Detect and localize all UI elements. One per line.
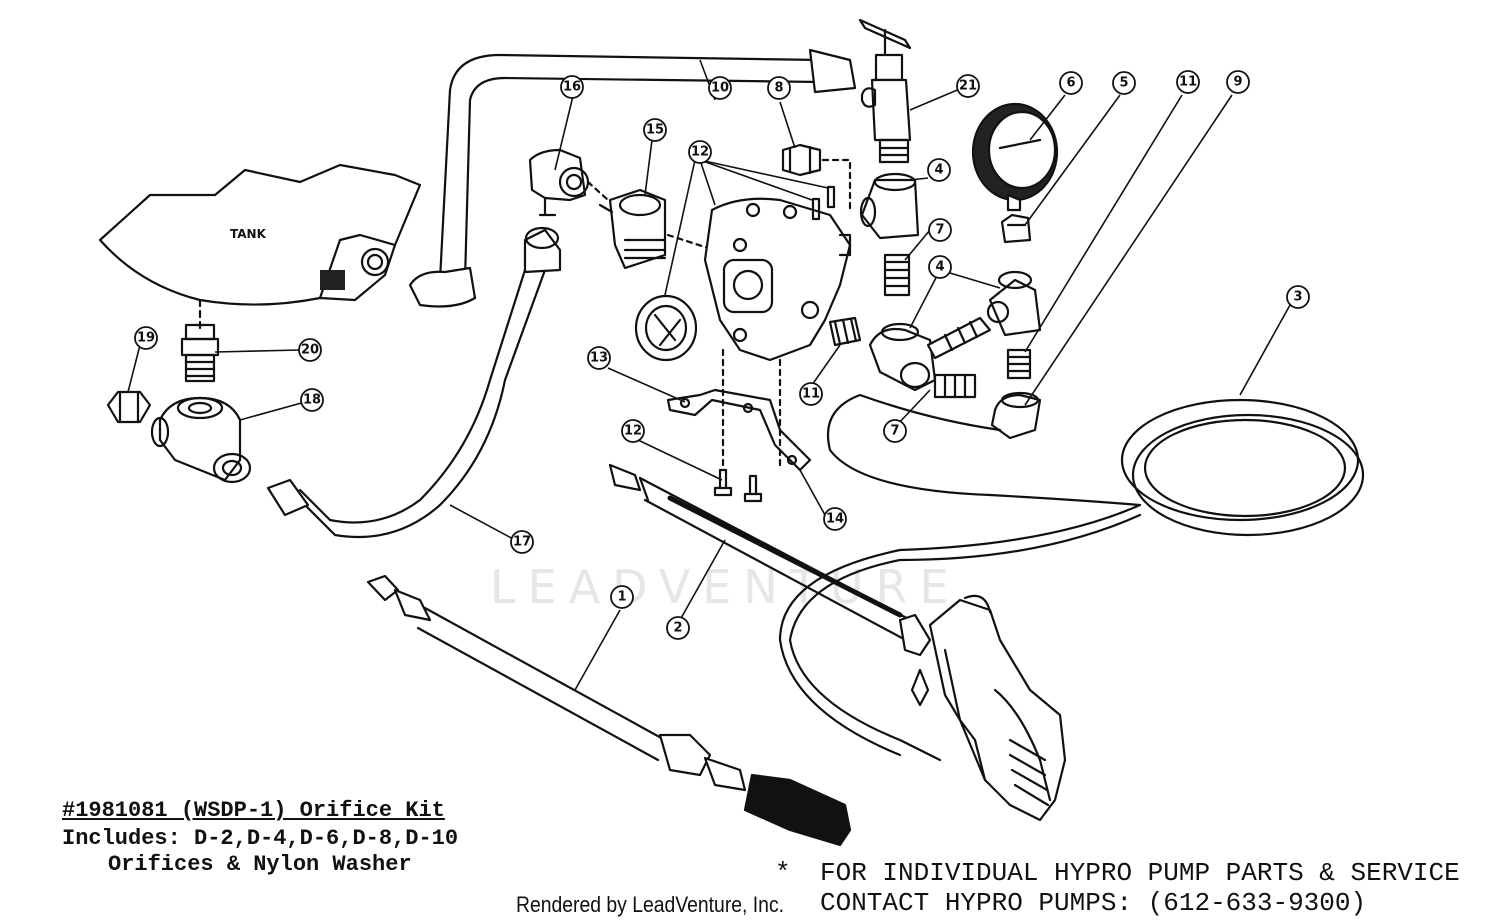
hose-10 bbox=[408, 48, 857, 308]
callout-6: 6 bbox=[1066, 76, 1075, 91]
callout-circle bbox=[823, 507, 847, 531]
callout-circle bbox=[134, 326, 158, 350]
stud-12 bbox=[811, 185, 836, 221]
callout-circle bbox=[688, 140, 712, 164]
callout-5: 5 bbox=[1119, 76, 1128, 91]
nipple-fitting bbox=[180, 323, 220, 383]
callout-circle bbox=[643, 118, 667, 142]
callout-3: 3 bbox=[1293, 290, 1302, 305]
tee-4-upper bbox=[859, 172, 920, 240]
elbow-9 bbox=[990, 391, 1042, 440]
callout-circle bbox=[298, 338, 322, 362]
callout-15: 15 bbox=[646, 123, 664, 138]
callout-10: 10 bbox=[711, 81, 729, 96]
callout-19: 19 bbox=[137, 331, 155, 346]
callout-2: 2 bbox=[673, 621, 682, 636]
callout-circle bbox=[666, 616, 690, 640]
spray-wand-2 bbox=[608, 463, 932, 657]
callout-17: 17 bbox=[513, 535, 531, 550]
callout-9: 9 bbox=[1233, 75, 1242, 90]
callout-1: 1 bbox=[617, 590, 626, 605]
pressure-gauge-6 bbox=[971, 102, 1059, 212]
pump-cover-13 bbox=[634, 294, 698, 362]
orifice-kit-includes: Includes: D-2,D-4,D-6,D-8,D-10 bbox=[62, 826, 459, 851]
callout-circle bbox=[587, 346, 611, 370]
spray-wand-1 bbox=[366, 574, 747, 792]
bushing-5 bbox=[1000, 213, 1032, 244]
callout-13: 13 bbox=[590, 351, 608, 366]
callout-18: 18 bbox=[303, 393, 321, 408]
callout-circle bbox=[1226, 70, 1250, 94]
callout-circle bbox=[883, 419, 907, 443]
callout-circle bbox=[927, 158, 951, 182]
hose-3-coil bbox=[778, 393, 1365, 762]
tee-4-lower bbox=[868, 322, 937, 392]
orifice-kit-title: #1981081 (WSDP-1) Orifice Kit bbox=[62, 798, 445, 823]
render-credit: Rendered by LeadVenture, Inc. bbox=[516, 892, 785, 917]
screws-12 bbox=[713, 468, 763, 503]
valve-15 bbox=[598, 188, 667, 270]
plug-fitting bbox=[106, 390, 152, 424]
service-note-line1: FOR INDIVIDUAL HYPRO PUMP PARTS & SERVIC… bbox=[820, 858, 1460, 888]
callout-circle bbox=[300, 388, 324, 412]
callout-circle bbox=[799, 382, 823, 406]
spray-gun bbox=[910, 594, 1067, 822]
callout-circle bbox=[1059, 71, 1083, 95]
plug-8 bbox=[781, 143, 822, 177]
orifice-kit-contents: Orifices & Nylon Washer bbox=[108, 852, 412, 877]
callout-circle bbox=[708, 76, 732, 100]
connector-fittings bbox=[926, 316, 992, 399]
elbow-fitting-16 bbox=[528, 148, 590, 217]
nipple-11 bbox=[828, 316, 862, 347]
callout-12a: 12 bbox=[691, 145, 709, 160]
tee-fitting bbox=[150, 396, 252, 484]
relief-valve-21 bbox=[858, 18, 912, 164]
callout-4b: 4 bbox=[935, 260, 944, 275]
callout-circle bbox=[621, 419, 645, 443]
hose-17 bbox=[266, 226, 562, 539]
callout-20: 20 bbox=[301, 343, 319, 358]
callout-circle bbox=[1176, 70, 1200, 94]
nipple-7-upper bbox=[883, 253, 911, 297]
callout-4a: 4 bbox=[934, 163, 943, 178]
callout-circle bbox=[610, 585, 634, 609]
callout-11a: 11 bbox=[1179, 75, 1197, 90]
callout-7a: 7 bbox=[935, 223, 944, 238]
callout-circle bbox=[767, 76, 791, 100]
mounting-bracket-14 bbox=[666, 388, 812, 472]
nipple-11-right bbox=[1006, 348, 1032, 380]
callout-11b: 11 bbox=[802, 387, 820, 402]
callout-circle bbox=[510, 530, 534, 554]
callout-circle bbox=[1286, 285, 1310, 309]
service-asterisk: * bbox=[775, 858, 791, 888]
tank bbox=[98, 163, 422, 306]
callout-12b: 12 bbox=[624, 424, 642, 439]
watermark: LEADVENTURE bbox=[490, 560, 961, 614]
callout-circle bbox=[928, 218, 952, 242]
callout-21: 21 bbox=[959, 79, 977, 94]
callout-circle bbox=[560, 75, 584, 99]
callout-circle bbox=[956, 74, 980, 98]
callout-7b: 7 bbox=[890, 424, 899, 439]
tee-4-right bbox=[986, 270, 1042, 337]
tank-label: TANK bbox=[230, 227, 267, 241]
pump-body bbox=[703, 197, 852, 362]
callout-circle bbox=[928, 255, 952, 279]
service-note-line2: CONTACT HYPRO PUMPS: (612-633-9300) bbox=[820, 888, 1367, 918]
callout-14: 14 bbox=[826, 512, 844, 527]
callout-16: 16 bbox=[563, 80, 581, 95]
spray-nozzle bbox=[743, 773, 852, 847]
callout-circle bbox=[1112, 71, 1136, 95]
callout-8: 8 bbox=[774, 81, 783, 96]
